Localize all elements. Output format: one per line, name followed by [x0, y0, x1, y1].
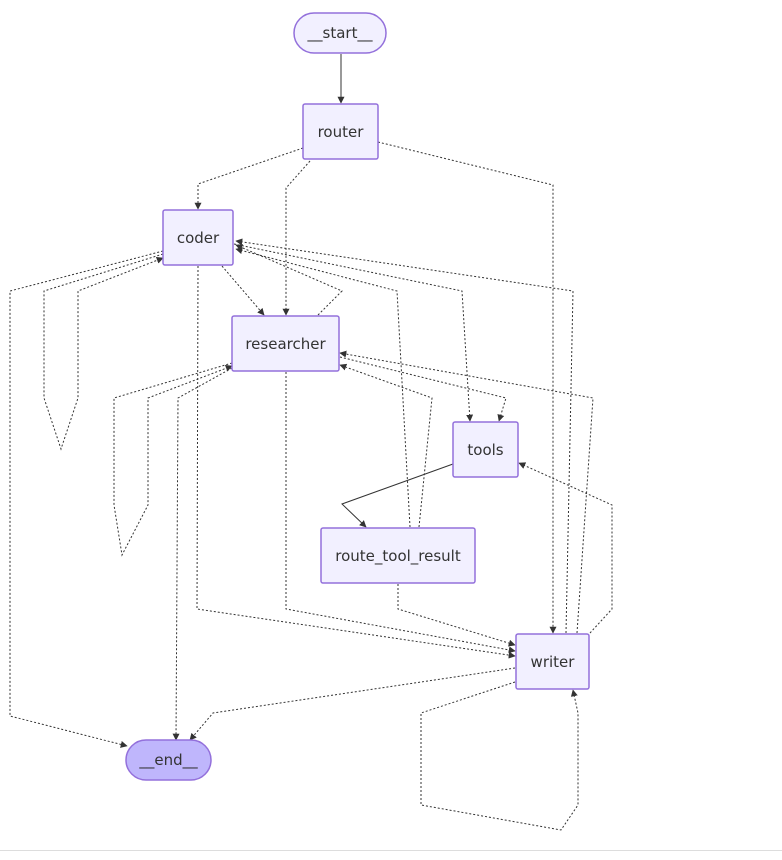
node-researcher-label: researcher	[245, 335, 326, 353]
bottom-divider	[0, 850, 782, 851]
edge-researcher-coder	[235, 244, 343, 316]
edge-writer-researcher	[339, 350, 594, 634]
node-route-tool-result[interactable]: route_tool_result	[320, 527, 476, 584]
graph-edges	[9, 54, 613, 831]
edge-route-tool-result-coder	[235, 247, 411, 528]
node-router-label: router	[318, 123, 365, 141]
node-router[interactable]: router	[302, 103, 379, 160]
edge-researcher-writer	[285, 372, 516, 654]
edge-coder-writer	[196, 265, 516, 659]
edge-writer-self-loop	[420, 681, 579, 831]
edge-writer-end	[189, 667, 516, 741]
node-tools[interactable]: tools	[452, 421, 519, 478]
edge-route-tool-result-writer	[397, 584, 516, 647]
edge-router-researcher	[282, 160, 311, 316]
edge-router-coder	[194, 147, 304, 210]
node-tools-label: tools	[467, 441, 503, 459]
node-start[interactable]: __start__	[293, 12, 387, 54]
edge-researcher-tools	[339, 356, 507, 422]
edge-researcher-end	[172, 367, 233, 741]
edge-tools-route-tool-result	[341, 463, 454, 528]
node-writer-label: writer	[531, 653, 576, 671]
node-coder-label: coder	[177, 229, 220, 247]
node-end[interactable]: __end__	[125, 739, 212, 781]
node-route-tool-result-label: route_tool_result	[335, 547, 461, 566]
edge-coder-researcher	[221, 265, 265, 316]
edge-router-writer	[377, 141, 557, 634]
node-writer[interactable]: writer	[515, 633, 590, 690]
edge-coder-end	[9, 250, 164, 748]
edge-researcher-self-loop	[113, 362, 233, 557]
edge-coder-self-loop	[43, 253, 164, 451]
node-coder[interactable]: coder	[162, 209, 234, 266]
edge-route-tool-result-researcher	[339, 363, 433, 528]
node-end-label: __end__	[138, 751, 198, 770]
edge-writer-tools	[518, 462, 613, 634]
node-start-label: __start__	[307, 24, 373, 43]
edge-writer-coder	[235, 238, 574, 634]
edge-coder-tools	[233, 243, 474, 422]
node-researcher[interactable]: researcher	[231, 315, 340, 372]
